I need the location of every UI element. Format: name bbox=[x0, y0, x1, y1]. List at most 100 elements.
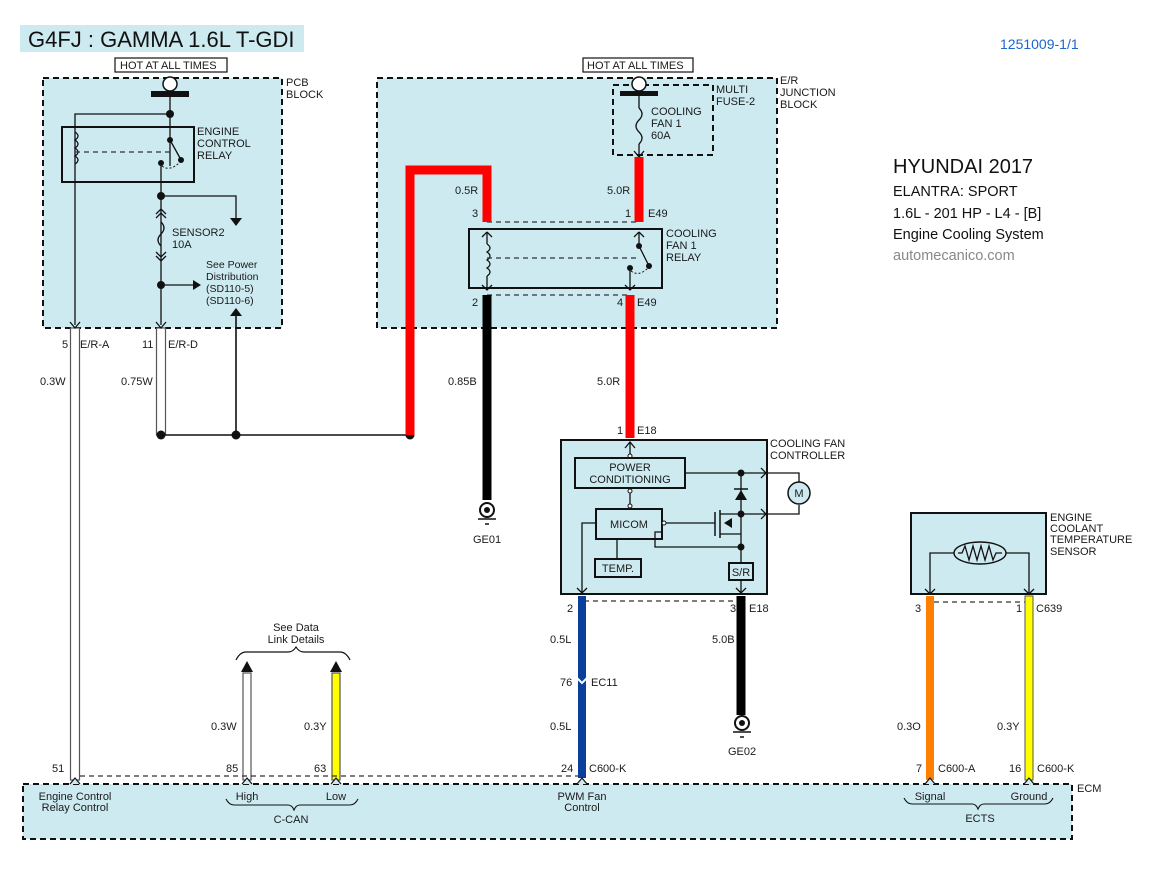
relay-switch-icon bbox=[169, 139, 181, 159]
connector-er-d: E/R-D bbox=[168, 339, 198, 351]
pcb-block-name-1: PCB bbox=[286, 77, 309, 89]
wire-0-75w-label: 0.75W bbox=[121, 376, 153, 388]
multifuse-label-2: FUSE-2 bbox=[716, 96, 755, 108]
fuse-cooling-fan-2: FAN 1 bbox=[651, 118, 682, 130]
coolant-temperature-sensor: ENGINE COOLANT TEMPERATURE SENSOR bbox=[910, 512, 1132, 595]
fuse-sensor2-name: SENSOR2 bbox=[172, 227, 225, 239]
bus-bar-icon bbox=[151, 91, 189, 97]
ects-pin-3: 3 bbox=[915, 603, 921, 615]
wire-5-0r-supply-label: 5.0R bbox=[607, 185, 630, 197]
fan-ctrl-pin-1: 1 bbox=[617, 425, 623, 437]
ects-name-2: COOLANT bbox=[1050, 523, 1103, 535]
wire-yellow-can-low[interactable] bbox=[331, 672, 341, 781]
multi-fuse-2 bbox=[612, 84, 714, 156]
fan-ctrl-name-1: COOLING FAN bbox=[770, 438, 845, 450]
er-junction-block: HOT AT ALL TIMES E/R JUNCTION BLOCK MULT… bbox=[376, 57, 836, 329]
wire-0-85b-label: 0.85B bbox=[448, 376, 477, 388]
er-hot-label: HOT AT ALL TIMES bbox=[587, 60, 684, 72]
connector-c639: C639 bbox=[1036, 603, 1062, 615]
fan-ctrl-pin-3: 3 bbox=[730, 603, 736, 615]
source-watermark: automecanico.com bbox=[893, 248, 1015, 264]
ects-name-1: ENGINE bbox=[1050, 512, 1092, 524]
pcb-block-name-2: BLOCK bbox=[286, 89, 324, 101]
can-brace bbox=[225, 798, 359, 812]
power-source-icon bbox=[631, 76, 647, 92]
power-dist-ref-3[interactable]: (SD110-5) bbox=[206, 283, 254, 295]
power-dist-ref-2[interactable]: Distribution bbox=[206, 271, 259, 283]
arrow-down-icon bbox=[230, 218, 242, 226]
ects-pin-1: 1 bbox=[1016, 603, 1022, 615]
pin-11: 11 bbox=[142, 339, 153, 351]
ecr-label-3: RELAY bbox=[197, 150, 233, 162]
arrow-up-icon bbox=[330, 661, 342, 672]
micom-box bbox=[595, 508, 663, 540]
wire-red-0-5r[interactable] bbox=[405, 165, 492, 435]
ecm-ground: Ground bbox=[1011, 791, 1048, 803]
wire-can-high-label: 0.3W bbox=[211, 721, 237, 733]
wire-0-3y-ects-label: 0.3Y bbox=[997, 721, 1020, 733]
cooling-fan-controller: 1 E18 COOLING FAN CONTROLLER POWER CONDI… bbox=[560, 425, 845, 595]
fuse-60a-rating: 60A bbox=[651, 130, 671, 142]
fuse-icon bbox=[157, 221, 165, 247]
wire-yellow-sensor-ground[interactable] bbox=[1024, 595, 1034, 781]
ecm-ecr-control-1: Engine Control bbox=[39, 791, 112, 803]
engine-control-relay[interactable] bbox=[61, 126, 195, 183]
vehicle-model: ELANTRA: SPORT bbox=[893, 184, 1018, 200]
ecm-pin-85: 85 bbox=[226, 763, 238, 775]
wire-white-0-75w[interactable] bbox=[155, 327, 167, 436]
ecm-can-low: Low bbox=[326, 791, 346, 803]
splice-dot bbox=[231, 430, 241, 440]
ecm-label: ECM bbox=[1077, 783, 1101, 795]
connector-c600-k-pwm: C600-K bbox=[589, 763, 627, 775]
power-cond-label-2: CONDITIONING bbox=[589, 474, 670, 486]
arrow-up-icon bbox=[230, 308, 242, 316]
ecm-pin-51: 51 bbox=[52, 763, 64, 775]
wire-white-can-high[interactable] bbox=[242, 672, 252, 781]
wire-can-low-label: 0.3Y bbox=[304, 721, 327, 733]
er-block-name-3: BLOCK bbox=[780, 99, 818, 111]
relay-pin-1: 1 bbox=[625, 208, 631, 220]
connector-er-a: E/R-A bbox=[80, 339, 110, 351]
wire-0-5r-label: 0.5R bbox=[455, 185, 478, 197]
ecm-pin-63: 63 bbox=[314, 763, 326, 775]
ecm-pin-7: 7 bbox=[916, 763, 922, 775]
pin-5: 5 bbox=[62, 339, 68, 351]
ground-ge02-label: GE02 bbox=[728, 746, 756, 758]
ecm-signal: Signal bbox=[915, 791, 946, 803]
ecm-outline[interactable] bbox=[22, 783, 1073, 840]
data-link-ref-2[interactable]: Link Details bbox=[268, 634, 325, 646]
fan-ctrl-pin-2: 2 bbox=[567, 603, 573, 615]
connector-e18-bottom: E18 bbox=[749, 603, 769, 615]
sr-label: S/R bbox=[732, 567, 750, 579]
diagram-code[interactable]: 1251009-1/1 bbox=[1000, 36, 1079, 52]
wire-0-5l-label-2: 0.5L bbox=[550, 721, 571, 733]
ground-ge02-icon bbox=[733, 715, 751, 738]
power-dist-ref-1: See Power bbox=[206, 259, 258, 271]
relay-coil-icon bbox=[485, 243, 491, 277]
er-junction-block-outline bbox=[376, 77, 778, 329]
temp-box bbox=[594, 558, 642, 578]
wire-5-0b-label: 5.0B bbox=[712, 634, 735, 646]
wire-white-ecr-control[interactable] bbox=[69, 327, 81, 781]
cfr-label-3: RELAY bbox=[666, 252, 702, 264]
wire-5-0r-fan-label: 5.0R bbox=[597, 376, 620, 388]
diode-icon bbox=[735, 490, 747, 500]
data-link-brace bbox=[235, 645, 351, 661]
wire-0-5l-label-1: 0.5L bbox=[550, 634, 571, 646]
inline-pin-76: 76 bbox=[560, 677, 572, 689]
cooling-fan-1-relay[interactable] bbox=[468, 228, 663, 289]
relay-coil-icon bbox=[73, 131, 79, 165]
connector-c600-k-ground: C600-K bbox=[1037, 763, 1075, 775]
arrow-up-icon bbox=[241, 661, 253, 672]
relay-switch-icon bbox=[638, 245, 649, 265]
ecm-group-ccan: C-CAN bbox=[274, 814, 309, 826]
connector-e18-top: E18 bbox=[637, 425, 657, 437]
power-dist-ref-4[interactable]: (SD110-6) bbox=[206, 295, 254, 307]
power-cond-label-1: POWER bbox=[609, 462, 651, 474]
er-block-name-2: JUNCTION bbox=[780, 87, 836, 99]
cfr-label-1: COOLING bbox=[666, 228, 717, 240]
er-block-name-1: E/R bbox=[780, 75, 798, 87]
ecm-pin-24: 24 bbox=[561, 763, 573, 775]
connector-e49-bottom: E49 bbox=[637, 297, 657, 309]
